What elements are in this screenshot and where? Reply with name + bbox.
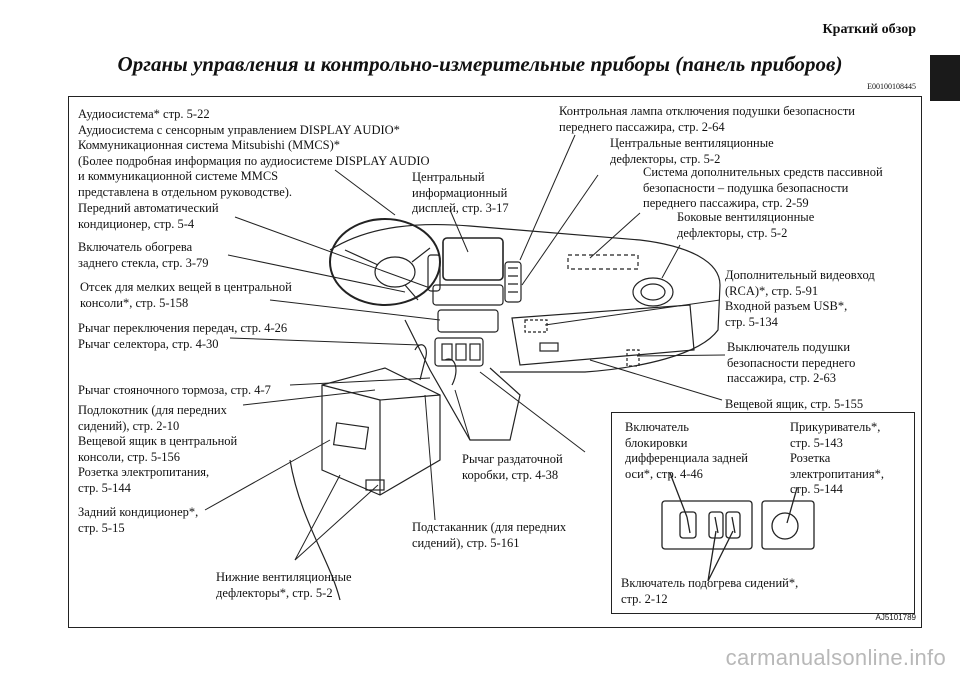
steering-hub xyxy=(374,256,416,288)
seat-heater-switch-right xyxy=(725,511,741,539)
center-vent xyxy=(504,261,522,303)
diff-lock-switch xyxy=(679,511,697,539)
switch-panel xyxy=(661,500,753,550)
inset-illustration xyxy=(661,472,815,582)
seat-heater-switch-left xyxy=(708,511,724,539)
label-aux-input: Дополнительный видеовход(RCA)*, стр. 5-9… xyxy=(725,268,875,329)
dash-outline xyxy=(329,223,721,373)
label-parking-brake: Рычаг стояночного тормоза, стр. 4-7 xyxy=(78,383,271,397)
watermark: carmanualsonline.info xyxy=(725,645,946,670)
diagram-code: AJ5101789 xyxy=(875,613,916,622)
glove-box xyxy=(511,304,695,366)
center-display-screen xyxy=(442,237,504,281)
label-srs: Система дополнительных средств пассивной… xyxy=(643,165,883,210)
label-airbag-off-lamp: Контрольная лампа отключения подушки без… xyxy=(559,104,855,134)
label-glove-box: Вещевой ящик, стр. 5-155 xyxy=(725,397,864,411)
airbag-cover xyxy=(567,254,639,270)
section-header: Краткий обзор xyxy=(822,22,916,37)
steering-wheel xyxy=(329,218,441,306)
lighter-panel xyxy=(761,500,815,550)
chapter-tab xyxy=(930,55,960,101)
side-vent xyxy=(632,277,674,307)
armrest-console xyxy=(321,367,441,496)
label-seat-heater: Включатель подогрева сидений*,стр. 2-12 xyxy=(621,576,799,606)
label-rear-ac: Задний кондиционер*,стр. 5-15 xyxy=(78,505,199,535)
page-code: E00100108445 xyxy=(867,82,916,91)
lighter-socket xyxy=(771,512,799,540)
center-console xyxy=(404,319,521,441)
diagram-frame xyxy=(68,96,922,628)
page-title: Органы управления и контрольно-измерител… xyxy=(117,52,843,76)
